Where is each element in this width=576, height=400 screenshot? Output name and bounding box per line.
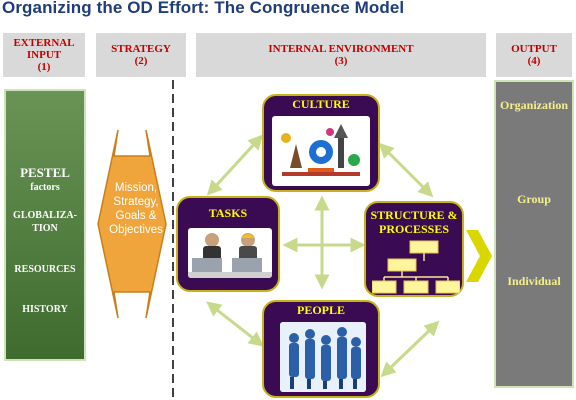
header-strategy-line1: STRATEGY (111, 43, 171, 55)
dashed-divider (172, 80, 174, 400)
workers-at-laptops-icon (188, 233, 272, 278)
structure-label-1: STRUCTURE & (370, 208, 458, 222)
org-chart-icon (372, 240, 460, 294)
header-output-line1: OUTPUT (511, 43, 557, 55)
culture-image (272, 116, 370, 186)
header-output-line2: (4) (527, 55, 541, 67)
output-individual: Individual (507, 274, 561, 288)
output-organization: Organization (500, 98, 568, 112)
pestel-label: PESTEL (20, 165, 70, 180)
people-label: PEOPLE (296, 303, 345, 317)
culture-label: CULTURE (292, 97, 350, 111)
header-external-line3: (1) (37, 61, 51, 73)
strategy-line2: Strategy, (113, 196, 159, 208)
output-group: Group (517, 192, 551, 206)
strategy-line1: Mission, (114, 182, 158, 194)
strategy-double-arrow (97, 129, 167, 319)
header-external-line2: INPUT (26, 49, 62, 61)
strategy-line3: Goals & (115, 210, 157, 222)
structure-processes-box: STRUCTURE & PROCESSES (364, 201, 464, 297)
tasks-box: TASKS (176, 196, 280, 292)
tasks-label: TASKS (208, 206, 248, 220)
connector-tasks-people (206, 301, 264, 347)
header-internal-environment: INTERNAL ENVIRONMENT (3) (196, 33, 486, 77)
strategy-line4: Objectives (109, 224, 163, 236)
output-panel: Organization Group Individual (494, 80, 574, 388)
connector-culture-structure (378, 142, 434, 198)
header-external-line1: EXTERNAL (13, 37, 75, 49)
factors-label: factors (30, 182, 60, 193)
people-box: PEOPLE (262, 300, 380, 398)
culture-collage-icon (281, 124, 360, 176)
globalization-label-1: GLOBALIZA- (13, 210, 77, 221)
connector-structure-people (380, 320, 440, 378)
header-output: OUTPUT (4) (496, 33, 572, 77)
structure-label-2: PROCESSES (378, 222, 450, 236)
page-title: Organizing the OD Effort: The Congruence… (2, 0, 405, 17)
output-arrow (466, 230, 492, 282)
connector-culture-tasks (206, 134, 264, 196)
header-internal-line1: INTERNAL ENVIRONMENT (268, 43, 414, 55)
globalization-label-2: TION (32, 223, 58, 234)
header-internal-line2: (3) (334, 55, 348, 67)
culture-box: CULTURE (262, 94, 380, 192)
strategy-text: Mission, Strategy, Goals & Objectives (98, 181, 174, 237)
tasks-image (188, 228, 272, 278)
header-strategy: STRATEGY (2) (96, 33, 186, 77)
resources-label: RESOURCES (14, 264, 76, 275)
people-image (280, 322, 366, 392)
header-strategy-line2: (2) (134, 55, 148, 67)
history-label: HISTORY (22, 304, 68, 315)
business-people-icon (280, 322, 366, 392)
header-external-input: EXTERNAL INPUT (1) (3, 33, 85, 77)
external-input-panel: PESTEL factors GLOBALIZA- TION RESOURCES… (4, 89, 86, 361)
